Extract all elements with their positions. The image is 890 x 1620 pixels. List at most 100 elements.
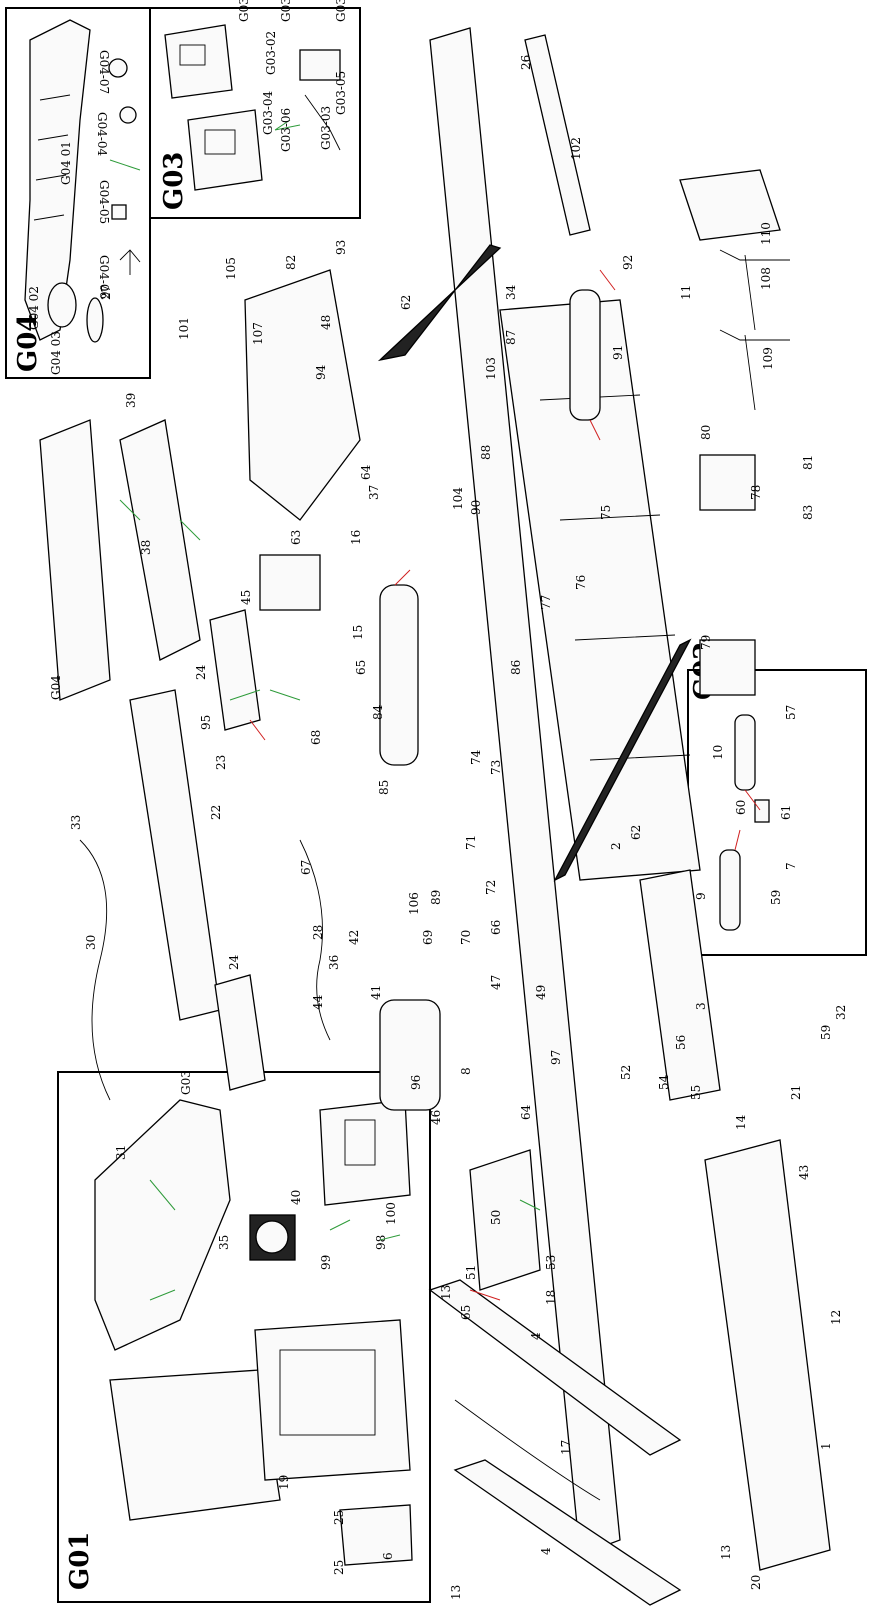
label-1: 1 xyxy=(819,1442,833,1450)
label-78: 78 xyxy=(749,485,763,500)
label-74: 74 xyxy=(469,749,483,765)
g01-panel-window xyxy=(344,1119,376,1166)
controller-63 xyxy=(259,554,321,611)
label-13b: 13 xyxy=(449,1585,463,1600)
motor-41 xyxy=(379,999,441,1111)
label-69: 69 xyxy=(421,930,435,945)
label-50: 50 xyxy=(489,1210,503,1225)
g04-07-label: G04-07 xyxy=(97,50,111,94)
label-36: 36 xyxy=(327,955,341,970)
label-44: 44 xyxy=(311,994,325,1010)
g04-01-label: G04 01 xyxy=(59,141,73,185)
base-frame-1 xyxy=(704,1139,831,1571)
g02-label-9: 9 xyxy=(694,892,708,900)
side-cover-24a xyxy=(209,609,261,731)
label-77: 77 xyxy=(539,595,553,610)
label-17: 17 xyxy=(559,1440,573,1455)
g02-frame xyxy=(687,669,867,956)
label-94: 94 xyxy=(314,364,328,380)
g04-04-knob xyxy=(119,106,137,124)
label-15: 15 xyxy=(351,625,365,640)
group-g03-box: G03-01 G03-02 G03-07 G03-03 G03-04 G03-0… xyxy=(149,0,361,219)
g02-label-10: 10 xyxy=(711,745,725,760)
g01-label-100: 100 xyxy=(384,1202,398,1225)
label-97: 97 xyxy=(549,1050,563,1065)
g04-03-insert xyxy=(86,297,104,343)
label-62a: 62 xyxy=(399,295,413,310)
label-66: 66 xyxy=(489,920,503,935)
label-4b: 4 xyxy=(539,1547,553,1555)
g03-03b-label: G03-03 xyxy=(319,106,333,150)
label-93: 93 xyxy=(334,240,348,255)
g03-07-label: G03-07 xyxy=(279,0,293,22)
label-27: 27 xyxy=(99,285,113,300)
console-frame-38 xyxy=(119,419,201,661)
g02-label-60: 60 xyxy=(734,800,748,815)
g03-frame xyxy=(149,7,361,219)
g02-label-57: 57 xyxy=(784,705,798,720)
label-65a: 65 xyxy=(354,660,368,675)
g01-g03-panel xyxy=(319,1099,411,1206)
label-107: 107 xyxy=(251,322,265,345)
label-24b: 24 xyxy=(227,954,241,970)
g04-04-label: G04-04 xyxy=(95,112,109,157)
motor-hood-94 xyxy=(244,269,361,521)
g01-label-25a: 25 xyxy=(332,1510,346,1525)
g01-31-rear-cover xyxy=(109,1369,281,1521)
label-24a: 24 xyxy=(194,664,208,680)
label-72: 72 xyxy=(484,880,498,895)
label-104: 104 xyxy=(451,487,465,510)
deck-93 xyxy=(429,27,621,1556)
label-63: 63 xyxy=(289,530,303,545)
group-g04-box: G04-07 G04-04 G04 01 G04-05 G04-06 G04 0… xyxy=(5,7,151,379)
g04-02-label: G04 02 xyxy=(27,286,41,330)
g02-label-58: 59 xyxy=(769,890,783,905)
g03-title: G03 xyxy=(159,152,189,210)
label-64b: 64 xyxy=(519,1104,533,1120)
label-3: 3 xyxy=(694,1002,708,1010)
g01-title: G01 xyxy=(65,1532,95,1590)
label-88: 88 xyxy=(479,445,493,460)
label-46: 46 xyxy=(429,1110,443,1125)
g04-housing-ribs xyxy=(33,94,71,221)
label-82: 82 xyxy=(284,255,298,270)
label-80: 80 xyxy=(699,425,713,440)
label-64a: 64 xyxy=(359,464,373,480)
g03-03-label: G03-03 xyxy=(334,0,348,22)
label-79: 79 xyxy=(699,635,713,650)
label-42: 42 xyxy=(347,930,361,945)
g01-label-35: 35 xyxy=(217,1235,231,1250)
label-71: 71 xyxy=(464,835,478,850)
label-g04-main: G04 xyxy=(49,675,63,700)
g03-04-label: G03-04 xyxy=(261,90,275,135)
g01-label-40: 40 xyxy=(289,1190,303,1205)
label-75: 75 xyxy=(599,505,613,520)
label-37: 37 xyxy=(367,485,381,500)
console-g04 xyxy=(39,419,111,701)
label-108: 108 xyxy=(759,267,773,290)
label-84: 84 xyxy=(371,704,385,720)
g04-02-keypad xyxy=(47,282,77,328)
cable-17 xyxy=(454,1399,601,1501)
label-49: 49 xyxy=(534,985,548,1000)
label-14: 14 xyxy=(734,1114,748,1130)
end-cap-79 xyxy=(699,639,756,696)
label-51: 51 xyxy=(464,1265,478,1280)
label-33: 33 xyxy=(69,815,83,830)
g04-06-key xyxy=(119,249,141,275)
tool-109 xyxy=(719,329,790,411)
g04-05-label: G04-05 xyxy=(97,180,111,224)
g01-label-31: 31 xyxy=(114,1145,128,1160)
label-83: 83 xyxy=(801,505,815,520)
post-50 xyxy=(469,1149,541,1291)
g04-03-label: G04 03 xyxy=(49,331,63,375)
label-103: 103 xyxy=(484,357,498,380)
label-92: 92 xyxy=(621,255,635,270)
g03-05-bracket xyxy=(304,94,341,151)
g04-07-knob xyxy=(108,58,128,78)
arm-frame xyxy=(129,689,221,1021)
rail-62-lower xyxy=(553,638,692,882)
rail-62-upper xyxy=(377,244,502,362)
label-90: 90 xyxy=(469,500,483,515)
